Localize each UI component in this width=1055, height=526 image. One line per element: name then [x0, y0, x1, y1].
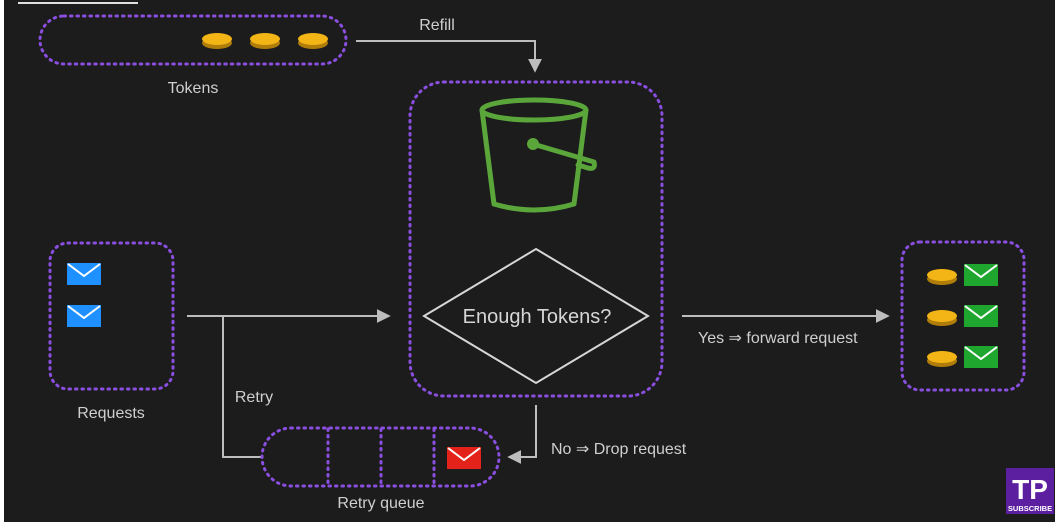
coin-icon — [202, 33, 232, 49]
subscribe-badge[interactable]: TP SUBSCRIBE — [1006, 468, 1054, 514]
diagram-background — [4, 0, 1055, 522]
envelope-icon — [964, 305, 998, 327]
coin-icon — [298, 33, 328, 49]
bucket-icon — [479, 97, 597, 213]
drop-arrow — [507, 405, 537, 464]
coin-icon — [927, 269, 957, 285]
badge-logo: TP — [1012, 474, 1048, 505]
envelope-icon — [67, 305, 101, 327]
no-label: No ⇒ Drop request — [551, 441, 687, 458]
retry-queue-label: Retry queue — [337, 495, 424, 512]
tokens-container — [38, 14, 348, 66]
coin-icon — [927, 310, 957, 326]
retry-connector — [222, 316, 262, 458]
bucket-container — [408, 80, 664, 398]
forwarded-container — [900, 240, 1026, 392]
tokens-label: Tokens — [168, 80, 219, 97]
decision-label: Enough Tokens? — [463, 306, 612, 328]
requests-label: Requests — [77, 405, 145, 422]
top-left-underline — [18, 2, 138, 4]
yes-label: Yes ⇒ forward request — [698, 330, 858, 347]
coin-icon — [927, 351, 957, 367]
requests-container — [48, 241, 175, 391]
envelope-icon — [447, 447, 481, 469]
envelope-icon — [67, 263, 101, 285]
envelope-icon — [964, 346, 998, 368]
coin-icon — [250, 33, 280, 49]
refill-label: Refill — [419, 17, 455, 34]
decision-diamond — [422, 247, 650, 385]
refill-arrow — [356, 40, 542, 73]
envelope-icon — [964, 264, 998, 286]
badge-subscribe: SUBSCRIBE — [1008, 504, 1052, 513]
retry-label: Retry — [235, 389, 273, 406]
